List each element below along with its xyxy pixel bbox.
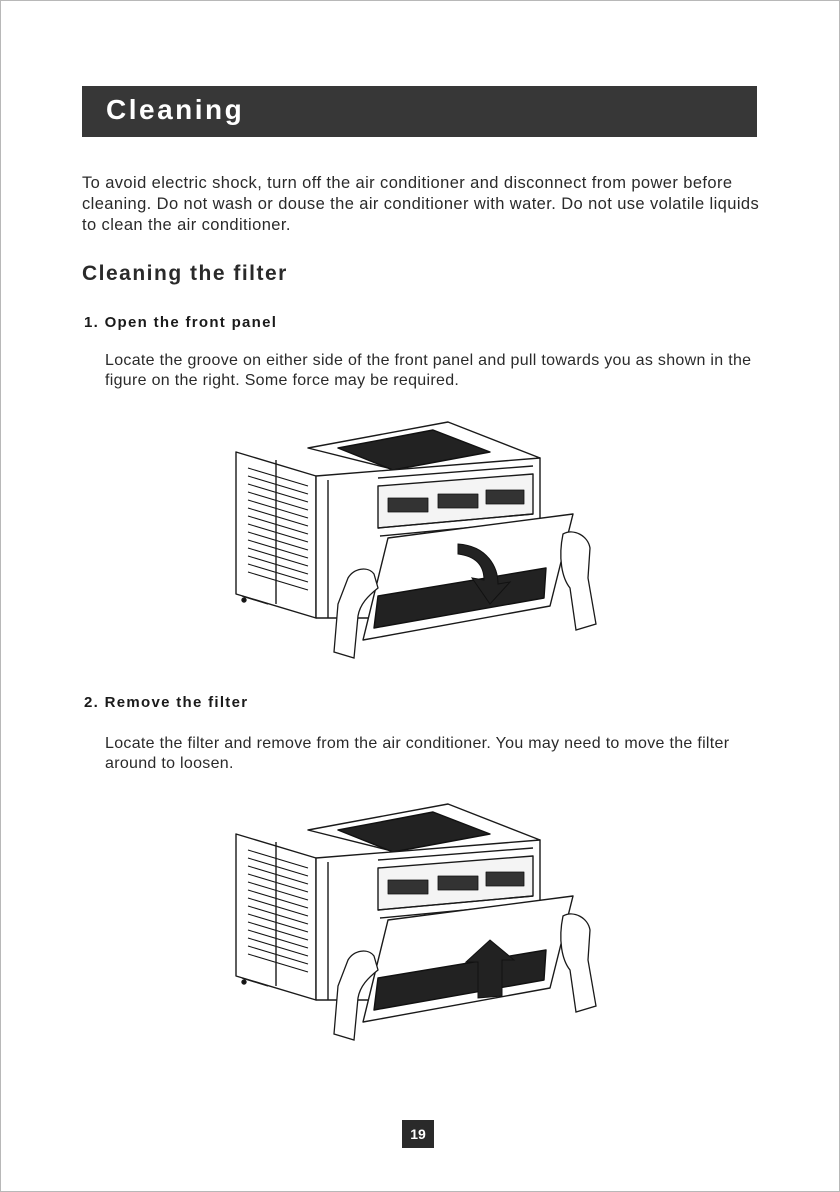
air-conditioner-open-panel-illustration bbox=[235, 421, 597, 659]
step-2-heading: 2. Remove the filter bbox=[84, 694, 249, 711]
step-2-text: Locate the filter and remove from the ai… bbox=[105, 735, 730, 772]
page-number: 19 bbox=[402, 1120, 434, 1148]
section-heading: Cleaning the filter bbox=[82, 262, 288, 285]
air-conditioner-remove-filter-illustration bbox=[235, 803, 597, 1041]
curved-down-arrow-icon bbox=[457, 543, 512, 605]
up-arrow-icon bbox=[464, 939, 516, 999]
step-1-heading: 1. Open the front panel bbox=[84, 314, 278, 331]
title-bar: Cleaning bbox=[82, 86, 757, 137]
step-1-text: Locate the groove on either side of the … bbox=[105, 352, 752, 389]
page-title: Cleaning bbox=[106, 94, 245, 125]
intro-paragraph: To avoid electric shock, turn off the ai… bbox=[82, 174, 760, 234]
